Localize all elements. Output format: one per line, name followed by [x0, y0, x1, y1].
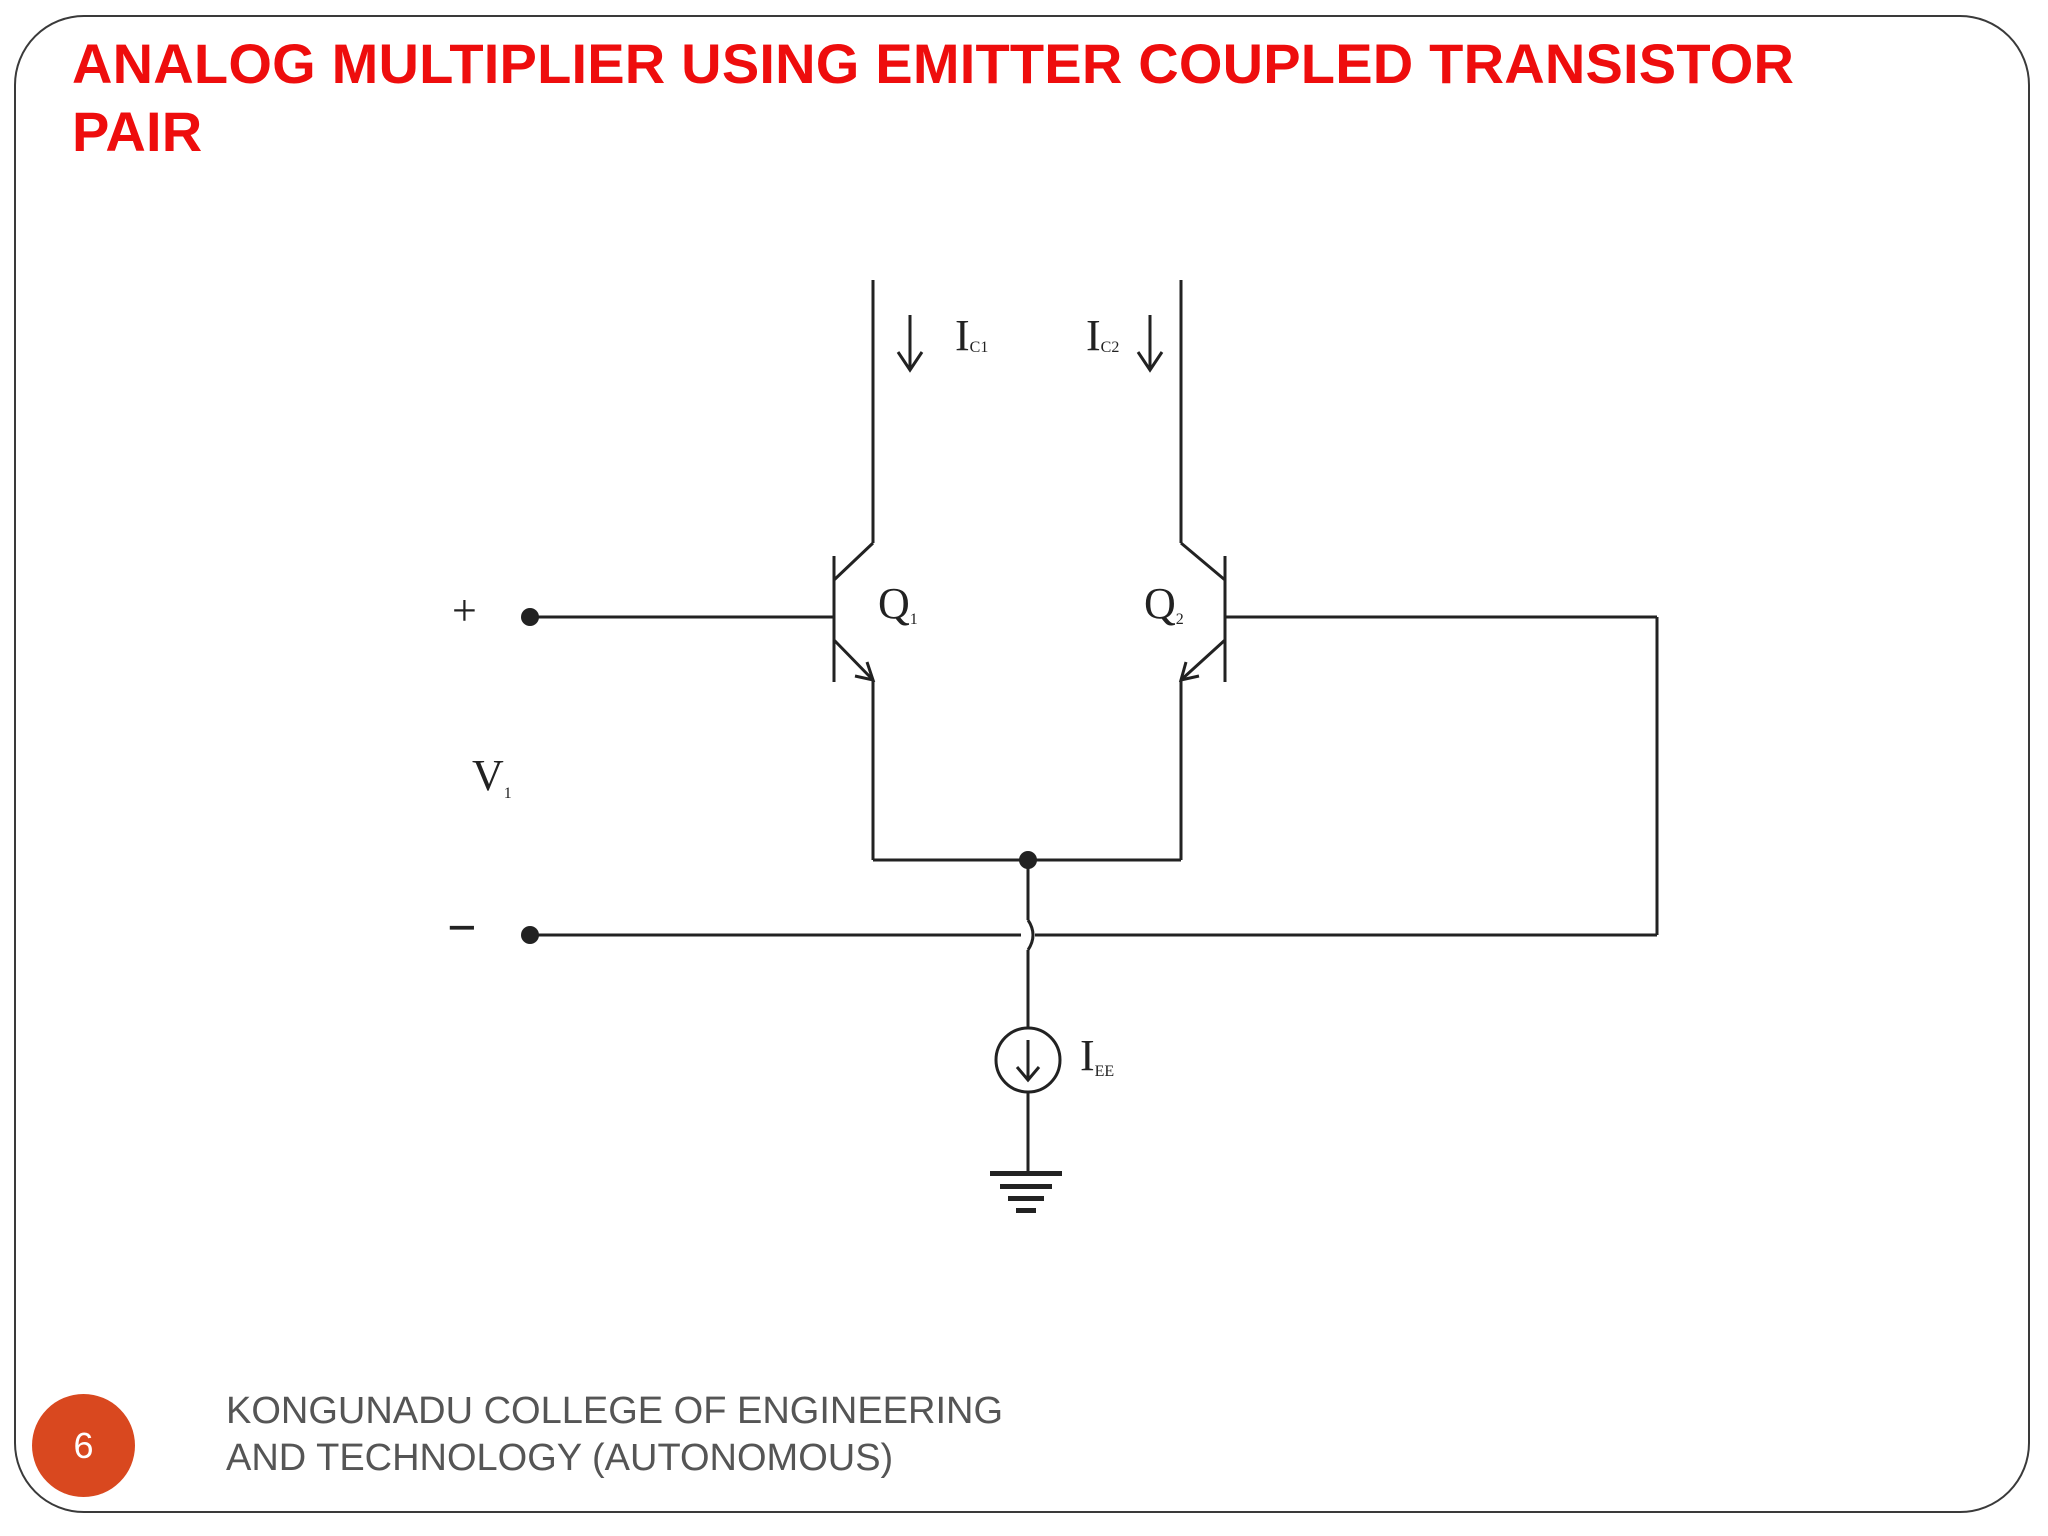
title-line-1: ANALOG MULTIPLIER USING EMITTER COUPLED … — [72, 32, 1795, 95]
minus-sign-label: − — [447, 900, 477, 957]
emitter-node-dot — [1019, 851, 1037, 869]
ic1-label: IC1 — [955, 311, 988, 360]
q2-label: Q2 — [1144, 579, 1184, 628]
slide-title: ANALOG MULTIPLIER USING EMITTER COUPLED … — [72, 30, 1892, 166]
q1-label: Q1 — [878, 579, 918, 628]
footer-institution: KONGUNADU COLLEGE OF ENGINEERING AND TEC… — [226, 1388, 1003, 1482]
current-source-arrow-head — [1015, 1066, 1041, 1083]
wire-crossover-hop — [1026, 919, 1035, 951]
footer-line-2: AND TECHNOLOGY (AUTONOMOUS) — [226, 1437, 894, 1479]
q2-emitter-arrow-head — [1178, 661, 1200, 683]
q2-collector-diagonal — [1180, 541, 1226, 582]
slide-frame — [14, 15, 2030, 1513]
q1-emitter-diagonal — [832, 638, 875, 682]
ic2-arrow-head — [1136, 351, 1164, 373]
page-number-badge: 6 — [32, 1394, 135, 1497]
ic1-arrow-head — [896, 351, 924, 373]
plus-sign-label: + — [452, 586, 477, 635]
q2-emitter-diagonal — [1179, 638, 1227, 682]
minus-terminal-dot — [521, 926, 539, 944]
ground-icon — [990, 1171, 1062, 1213]
iee-label: IEE — [1080, 1031, 1114, 1080]
plus-terminal-dot — [521, 608, 539, 626]
title-line-2: PAIR — [72, 100, 203, 163]
v1-label: V1 — [472, 751, 512, 802]
q1-collector-diagonal — [832, 541, 875, 582]
q1-emitter-arrow-head — [854, 661, 876, 683]
ic2-label: IC2 — [1086, 311, 1119, 360]
footer-line-1: KONGUNADU COLLEGE OF ENGINEERING — [226, 1390, 1004, 1432]
